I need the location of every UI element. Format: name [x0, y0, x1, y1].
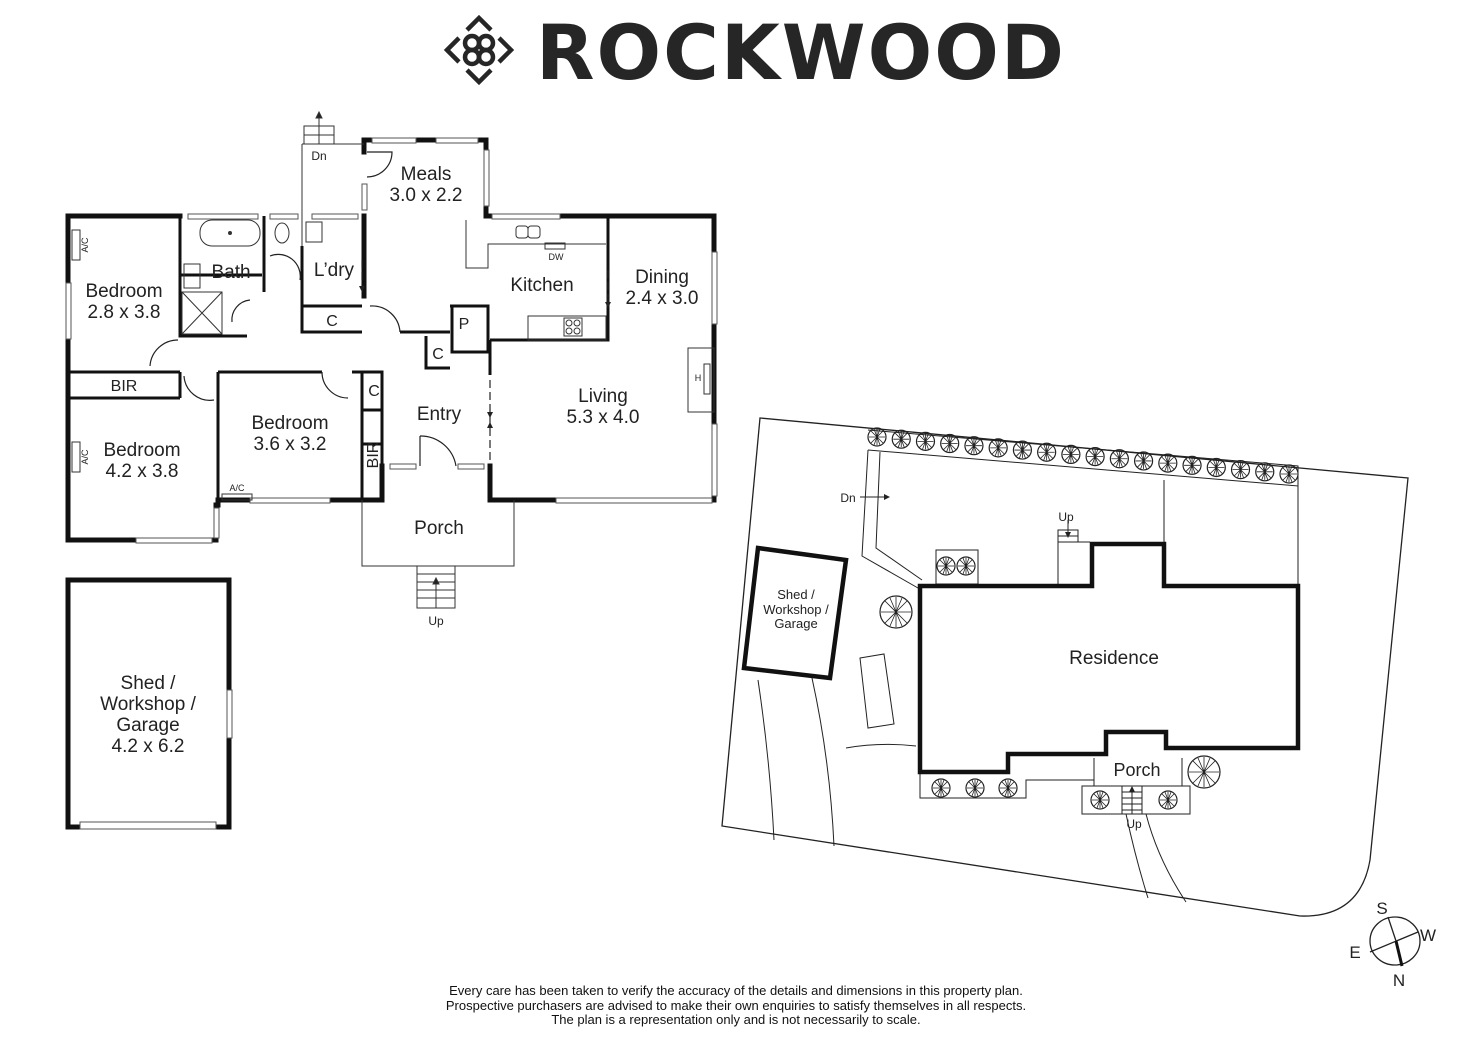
room-labels: Meals 3.0 x 2.2 Bath L’dry Kitchen Dinin…	[85, 164, 698, 757]
room-label-bath: Bath	[211, 262, 250, 283]
hedge-tree-icon	[1109, 449, 1129, 469]
ac-label-bedroom-1: A/C	[80, 237, 90, 253]
front-porch	[361, 500, 515, 609]
back-stairs	[301, 110, 364, 246]
shed-label-line-2: Workshop /	[100, 694, 196, 715]
room-dims-bedroom-3: 3.6 x 3.2	[254, 434, 327, 455]
hedge-tree-icon	[915, 431, 936, 451]
compass-east-label: E	[1349, 943, 1360, 962]
hedge-tree-icon	[1037, 442, 1057, 462]
hedge-tree-icon	[940, 433, 960, 454]
site-stairs-down-label: Dn	[840, 491, 855, 505]
heater-label: H	[695, 373, 702, 383]
room-label-dining: Dining	[635, 267, 689, 288]
site-front-stairs-up-label: Up	[1126, 817, 1142, 831]
hedge-tree-icon	[1279, 464, 1299, 484]
ac-label-bedroom-2: A/C	[80, 449, 90, 465]
bir-label-2: BIR	[365, 442, 382, 469]
compass-icon	[1369, 916, 1421, 967]
stairs-down-label: Dn	[311, 149, 326, 163]
dishwasher-label: DW	[549, 252, 564, 262]
brand-logo-icon	[443, 14, 515, 86]
tree-icon	[936, 556, 956, 576]
tree-icon	[931, 778, 951, 798]
room-label-porch: Porch	[414, 518, 464, 539]
small-labels: BIR BIR C C C P DW H A/C A/C A/C Dn Up	[80, 149, 701, 628]
disclaimer: Every care has been taken to verify the …	[0, 983, 1472, 1028]
hedge-tree-icon	[867, 427, 887, 447]
site-shed-line-3: Garage	[774, 616, 817, 631]
cupboard-label-hall: C	[432, 346, 444, 363]
compass-north-label: N	[1393, 971, 1405, 990]
pantry-label: P	[459, 316, 470, 333]
cupboard-label-laundry: C	[326, 313, 338, 330]
disclaimer-line-1: Every care has been taken to verify the …	[449, 983, 1023, 998]
site-buildings	[741, 541, 1301, 775]
site-shed-line-2: Workshop /	[763, 602, 829, 617]
room-label-bedroom-3: Bedroom	[251, 413, 328, 434]
openings	[361, 260, 609, 462]
large-tree-icon	[879, 595, 913, 629]
interior-walls	[68, 216, 610, 500]
fixtures	[71, 219, 715, 501]
site-porch-label: Porch	[1113, 760, 1160, 780]
tree-icon	[965, 778, 985, 798]
shed-label-line-3: Garage	[116, 715, 179, 736]
room-label-entry: Entry	[417, 404, 462, 425]
large-tree-icon	[1187, 755, 1221, 789]
ac-label-bedroom-3: A/C	[229, 483, 245, 493]
room-dims-living: 5.3 x 4.0	[567, 407, 640, 428]
room-label-laundry: L’dry	[314, 260, 355, 281]
windows	[65, 137, 718, 830]
room-label-meals: Meals	[401, 164, 452, 185]
room-label-living: Living	[578, 386, 628, 407]
room-label-kitchen: Kitchen	[510, 275, 573, 296]
site-boundary	[721, 417, 1409, 917]
tree-icon	[1158, 790, 1178, 810]
hedge-tree-icon	[1085, 446, 1105, 467]
brand-name: ROCKWOOD	[536, 8, 1066, 97]
tree-icon	[956, 556, 976, 576]
room-dims-dining: 2.4 x 3.0	[626, 288, 699, 309]
hedge-tree-icon	[1206, 457, 1226, 478]
site-stairs-up-label: Up	[1058, 510, 1074, 524]
disclaimer-line-3: The plan is a representation only and is…	[551, 1012, 921, 1027]
hedge-tree-icon	[1012, 440, 1033, 460]
disclaimer-line-2: Prospective purchasers are advised to ma…	[445, 997, 1027, 1013]
hedge-tree-icon	[1133, 451, 1154, 471]
stairs-up-label: Up	[428, 614, 444, 628]
hedge-tree-icon	[1061, 444, 1081, 465]
shed-label-line-1: Shed /	[121, 673, 177, 694]
site-labels: Residence Porch Shed / Workshop / Garage…	[763, 491, 1160, 831]
doors	[149, 151, 457, 467]
room-dims-bedroom-2: 4.2 x 3.8	[106, 461, 179, 482]
hedge-tree-icon	[1182, 455, 1202, 475]
hedge-tree-icon	[1255, 462, 1275, 482]
site-shed-line-1: Shed /	[777, 587, 815, 602]
site-features	[757, 429, 1299, 903]
room-label-bedroom-1: Bedroom	[85, 281, 162, 302]
residence-label: Residence	[1069, 648, 1159, 669]
hedge-tree-icon	[1158, 453, 1178, 473]
hedge-tree-icon	[964, 436, 984, 456]
compass-south-label: S	[1376, 899, 1387, 918]
hedge-tree-icon	[988, 438, 1008, 458]
room-label-bedroom-2: Bedroom	[103, 440, 180, 461]
tree-icon	[998, 778, 1018, 798]
tree-icon	[1090, 790, 1110, 810]
room-dims-bedroom-1: 2.8 x 3.8	[88, 302, 161, 323]
cupboard-label-entry: C	[368, 383, 380, 400]
bir-label: BIR	[111, 378, 138, 395]
hedge-tree-icon	[891, 429, 911, 449]
room-dims-shed: 4.2 x 6.2	[112, 736, 185, 757]
room-dims-meals: 3.0 x 2.2	[390, 185, 463, 206]
hedge-tree-icon	[1230, 460, 1251, 480]
compass-west-label: W	[1420, 926, 1436, 945]
